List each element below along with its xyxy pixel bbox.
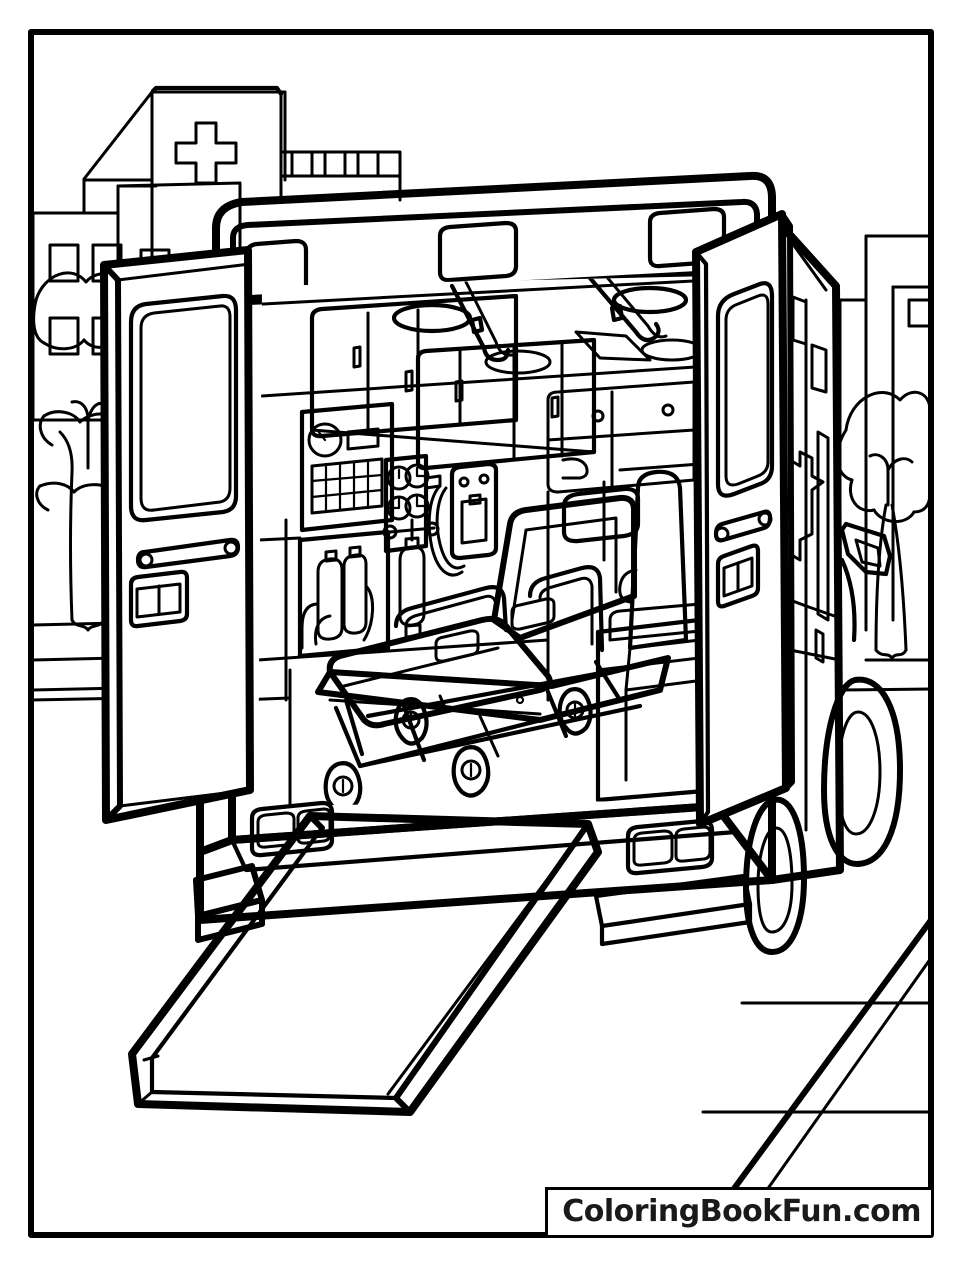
stretcher-caster: [393, 697, 429, 746]
stretcher-side-rail: [393, 585, 509, 633]
ambulance-interior: [258, 276, 716, 806]
stretcher-mattress: [326, 615, 553, 729]
stretcher-gurney: [315, 486, 671, 806]
cabinet-handle: [404, 369, 414, 393]
stretcher-backrest: [491, 494, 637, 641]
right-rear-door: [692, 210, 795, 828]
ramp-side-rail: [393, 821, 601, 1115]
light-module-center: [437, 220, 519, 283]
display-bar: [346, 427, 380, 451]
stretcher-caster: [323, 761, 363, 806]
interior-ceiling: [258, 276, 714, 398]
tail-light-cluster-right: [625, 818, 715, 876]
right-door-window: [715, 281, 775, 498]
oxygen-tank-cabinet: [297, 529, 391, 659]
hospital-building: [82, 85, 402, 422]
cabinet-handle: [550, 395, 560, 419]
iv-rail: [449, 280, 514, 363]
wall-mounted-device: [427, 461, 499, 577]
interior-rear-window: [546, 380, 702, 702]
cabinet-handle: [352, 345, 362, 369]
stretcher-caster: [557, 687, 593, 736]
stretcher-strap: [510, 597, 556, 631]
stretcher-headrest: [561, 486, 641, 544]
medical-cross-sign: [174, 121, 238, 185]
page-border: [28, 29, 934, 1238]
watermark-text: ColoringBookFun.com: [562, 1194, 921, 1229]
watermark: ColoringBookFun.com: [545, 1187, 931, 1235]
side-mirror: [839, 521, 893, 643]
ramp-side-rail: [307, 813, 325, 831]
left-door-handle: [135, 537, 241, 570]
monitor-panel: [299, 401, 395, 533]
right-door-handle: [713, 509, 773, 543]
left-door-window: [128, 293, 239, 523]
interior-floor: [258, 518, 550, 806]
cabinet-handle: [454, 379, 464, 403]
right-door-latch-panel: [715, 543, 761, 609]
left-rear-door: [100, 246, 254, 824]
ambulance-wheels: [743, 676, 903, 955]
left-door-latch-panel: [128, 569, 190, 629]
stretcher-strap: [434, 629, 480, 663]
stretcher-caster: [451, 745, 491, 798]
loading-ramp: [128, 812, 602, 1116]
stretcher-side-rail: [527, 565, 605, 653]
ceiling-dome-light: [611, 285, 689, 315]
round-gauge: [307, 422, 343, 458]
button-grid: [310, 457, 384, 515]
